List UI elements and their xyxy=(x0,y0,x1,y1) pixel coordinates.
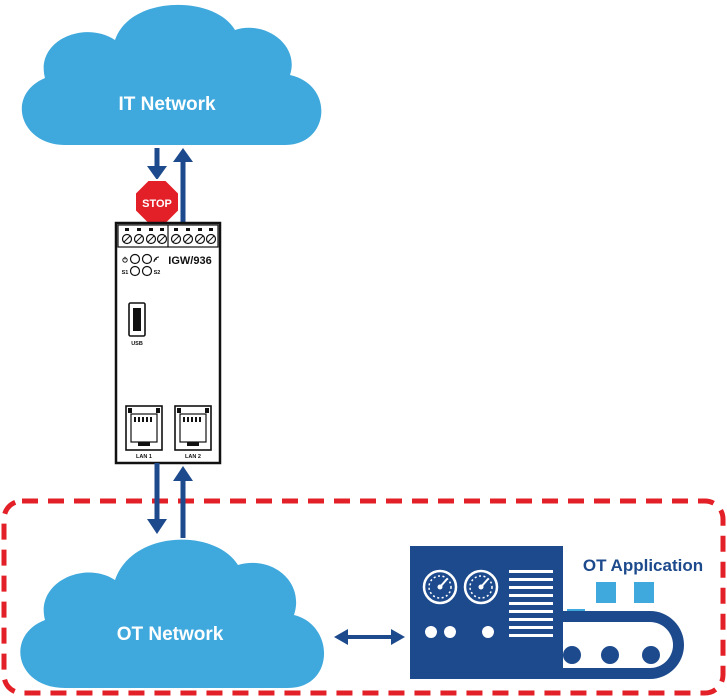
it-network-cloud: IT Network xyxy=(21,4,322,145)
arrow-it-to-device-head xyxy=(147,166,167,180)
arrow-device-to-ot-head xyxy=(147,519,167,534)
panel-text-lines xyxy=(509,570,553,637)
lan1-label: LAN 1 xyxy=(136,454,152,460)
ot-application-label: OT Application xyxy=(583,556,703,575)
usb-label: USB xyxy=(131,341,143,347)
ot-app-link-arrow xyxy=(334,629,405,645)
lan2-port xyxy=(174,405,212,451)
it-network-label: IT Network xyxy=(118,94,216,115)
arrow-device-to-it-head xyxy=(173,148,193,162)
ot-link-arrows xyxy=(147,463,193,538)
stop-label: STOP xyxy=(142,198,172,210)
power-icon xyxy=(122,256,128,263)
led-s1-label: S1 xyxy=(122,270,129,276)
led-s2-label: S2 xyxy=(154,270,161,276)
gauge-icon xyxy=(463,569,499,605)
ot-zone-boundary xyxy=(1,498,726,696)
igw-device: S1 S2 IGW/936 USB LAN 1 xyxy=(114,221,222,465)
it-link-arrows xyxy=(147,148,193,225)
lan2-label: LAN 2 xyxy=(185,454,201,460)
gauge-icon xyxy=(422,569,458,605)
ot-network-label: OT Network xyxy=(117,624,224,645)
arrow-ot-to-device-head xyxy=(173,466,193,481)
panel-buttons xyxy=(425,626,494,638)
stop-sign: STOP xyxy=(134,179,180,225)
usb-port xyxy=(128,302,146,337)
device-model-label: IGW/936 xyxy=(168,255,211,267)
status-leds xyxy=(129,253,153,277)
conveyor-belt xyxy=(563,611,684,679)
lan1-port xyxy=(125,405,163,451)
ot-network-cloud: OT Network xyxy=(20,539,325,688)
ot-application-illustration: OT Application xyxy=(410,546,703,679)
signal-icon xyxy=(153,256,160,263)
